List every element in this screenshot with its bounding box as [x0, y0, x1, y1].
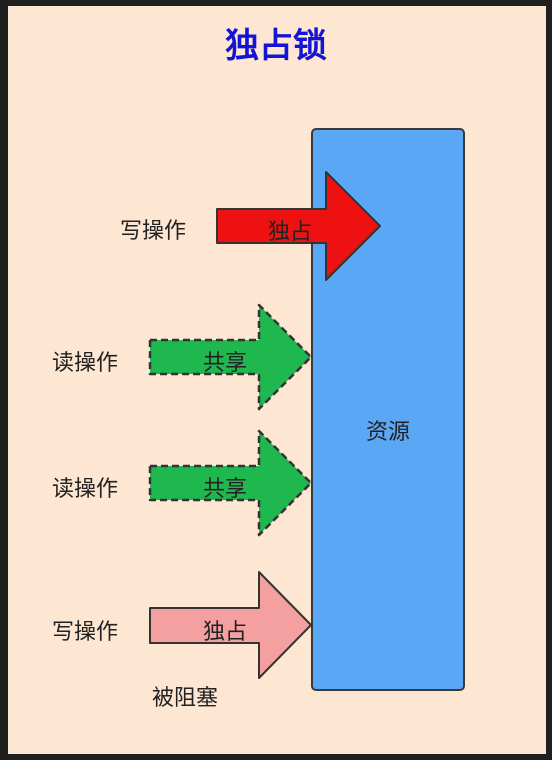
op-label-write-1: 写操作	[120, 219, 187, 244]
write-arrow-1	[216, 171, 381, 281]
resource-label: 资源	[365, 420, 410, 445]
op-label-read-2: 读操作	[52, 477, 119, 502]
arrow-text-exclusive-1: 独占	[268, 220, 313, 245]
read-arrow-2	[148, 429, 313, 537]
op-label-read-1: 读操作	[52, 351, 119, 376]
op-label-write-2: 写操作	[52, 620, 119, 645]
write-arrow-blocked	[149, 571, 312, 679]
arrow-text-exclusive-2: 独占	[203, 620, 248, 645]
read-arrow-1	[148, 303, 313, 411]
diagram-title: 独占锁	[225, 26, 327, 66]
arrow-text-shared-1: 共享	[203, 351, 248, 376]
blocked-note: 被阻塞	[152, 686, 219, 711]
arrow-text-shared-2: 共享	[203, 477, 248, 502]
